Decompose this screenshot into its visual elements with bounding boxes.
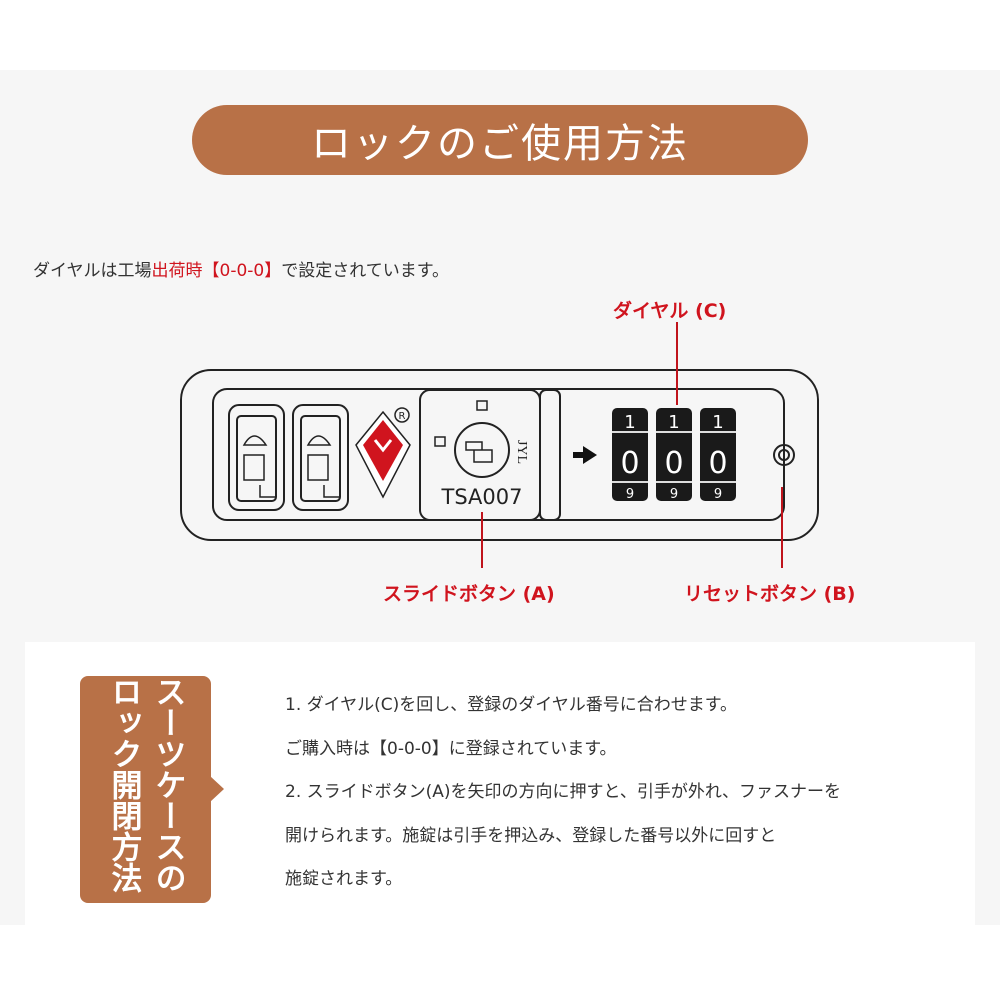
dial-digit-mid: 0 [664,446,683,481]
instruction-line: 施錠されます。 [285,869,403,889]
dial-digit-bottom: 9 [714,487,722,502]
dial-digit-mid: 0 [708,446,727,481]
instruction-line: 開けられます。施錠は引手を押込み、登録した番号以外に回すと [285,825,777,846]
dial-digit-bottom: 9 [626,487,634,502]
reset-button-b [773,444,795,466]
arrow-right-icon [573,446,597,464]
label-reset-b: リセットボタン (B) [684,583,856,605]
instructions-tag: スーツケースのロック開閉方法 [80,676,224,903]
dial-digit-mid: 0 [620,446,639,481]
intro-after: で設定されています。 [281,261,450,281]
svg-text:R: R [399,411,406,422]
instruction-line: ご購入時は【0-0-0】に登録されています。 [285,738,617,759]
dial-digit-top: 1 [624,412,635,433]
intro-text: ダイヤルは工場出荷時【0-0-0】で設定されています。 [33,256,449,281]
label-dial-c: ダイヤル (C) [613,300,727,322]
intro-before: ダイヤルは工場 [33,261,152,281]
dial-digit-top: 1 [712,412,723,433]
instruction-line: 2. スライドボタン(A)を矢印の方向に押すと、引手が外れ、ファスナーを [285,782,842,802]
lock-body [180,369,819,541]
instructions-list: 1. ダイヤル(C)を回し、登録のダイヤル番号に合わせます。 ご購入時は【0-0… [285,690,841,908]
lock-diagram: R TSA007 JYL 1 0 9 1 0 9 1 0 9 [180,322,819,568]
lock-model: TSA007 [441,485,523,509]
label-slide-a: スライドボタン (A) [383,583,555,605]
instruction-line: 1. ダイヤル(C)を回し、登録のダイヤル番号に合わせます。 [285,695,738,715]
intro-highlight: 出荷時【0-0-0】 [151,261,282,281]
page-title: ロックのご使用方法 [192,105,808,175]
dial-digit-bottom: 9 [670,487,678,502]
lock-brand: JYL [514,440,529,464]
dial-digit-top: 1 [668,412,679,433]
